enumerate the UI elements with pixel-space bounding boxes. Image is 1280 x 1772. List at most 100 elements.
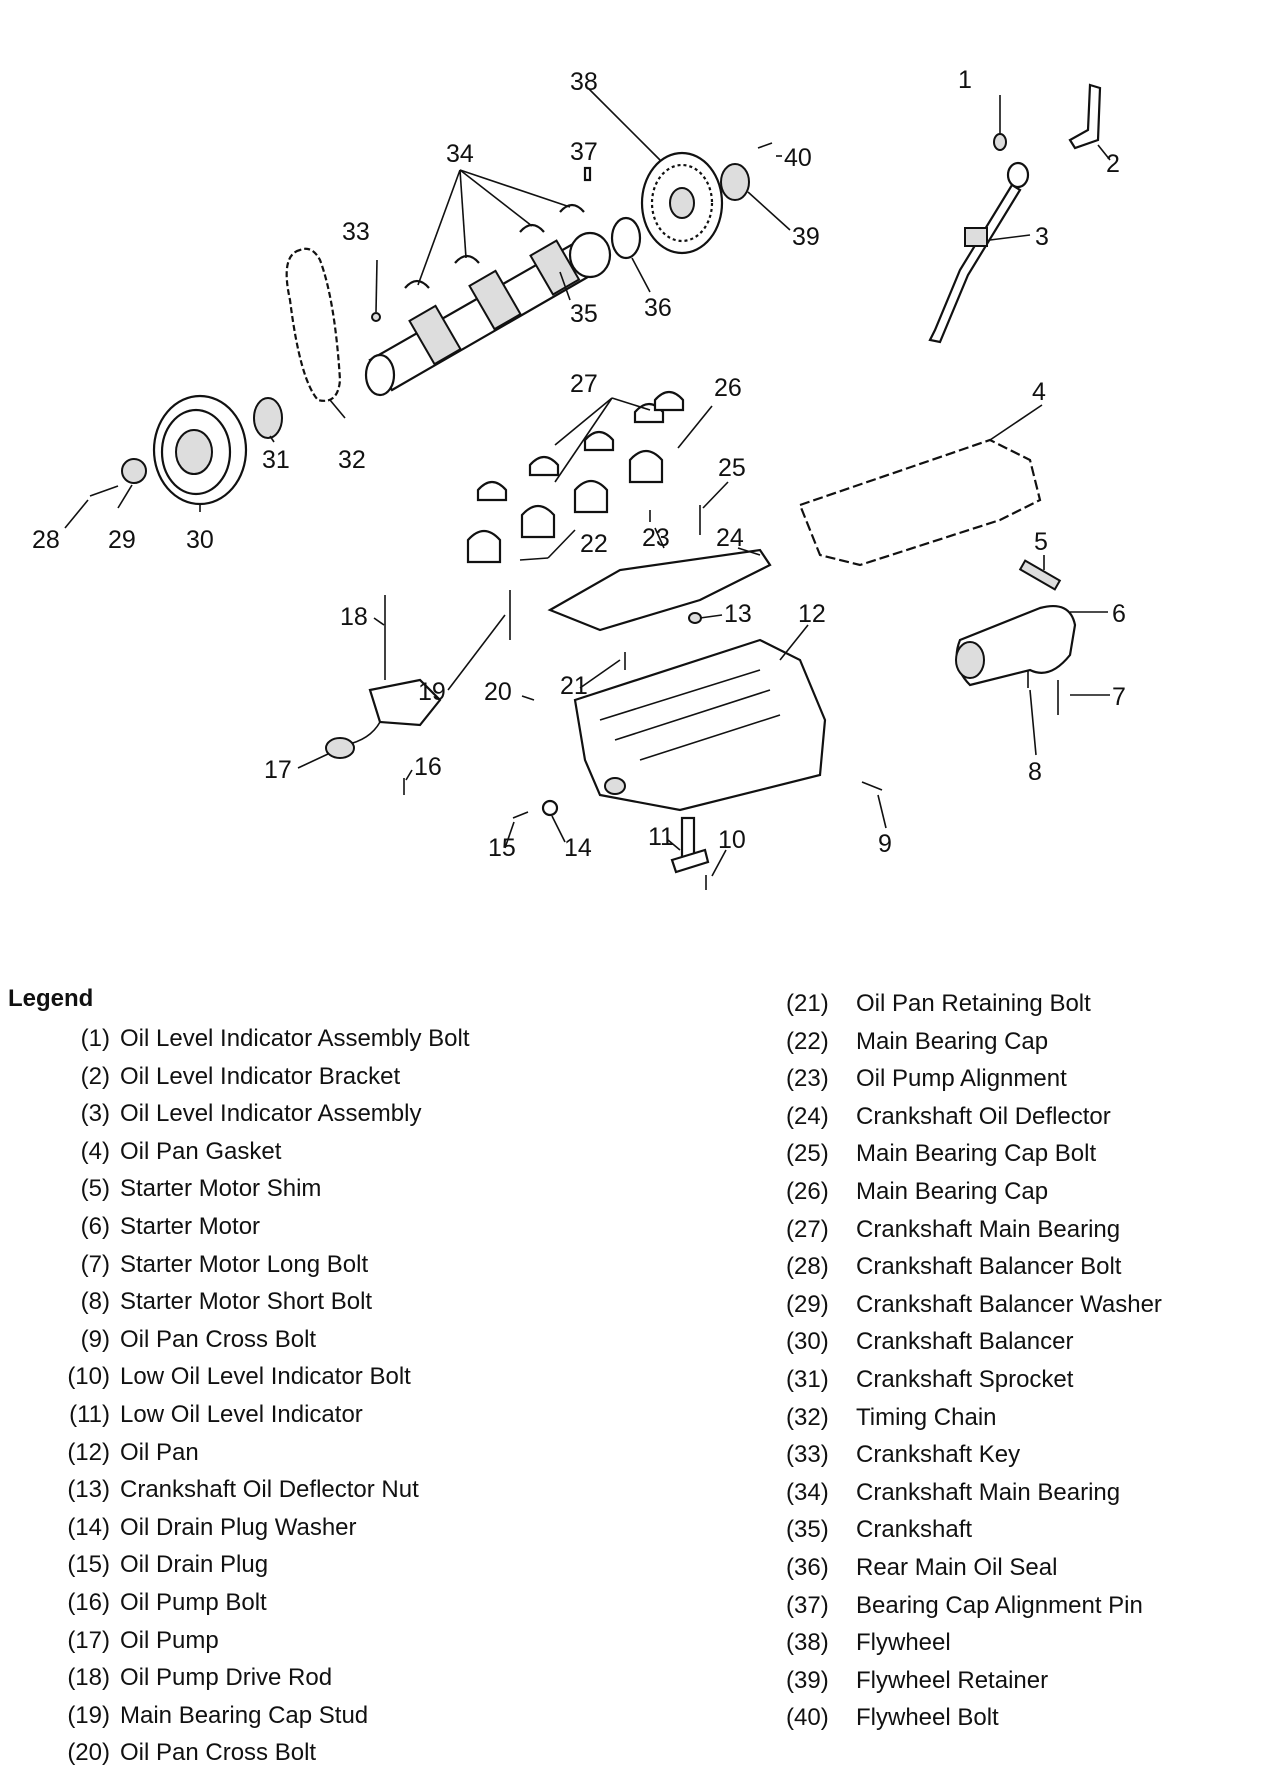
- callout-17: 17: [264, 756, 292, 784]
- legend-label: Timing Chain: [856, 1403, 997, 1431]
- legend-item: (17)Oil Pump: [48, 1622, 470, 1660]
- crankshaft-shape: [364, 231, 612, 397]
- legend-label: Oil Pan Cross Bolt: [120, 1739, 317, 1767]
- callout-6: 6: [1112, 600, 1126, 628]
- legend-item: (6)Starter Motor: [48, 1208, 470, 1246]
- callout-31: 31: [262, 446, 290, 474]
- legend-item: (24)Crankshaft Oil Deflector: [786, 1098, 1162, 1136]
- legend-right-column: (21)Oil Pan Retaining Bolt (22)Main Bear…: [786, 985, 1162, 1737]
- flywheel-shape: [640, 151, 724, 255]
- legend-item: (37)Bearing Cap Alignment Pin: [786, 1587, 1162, 1625]
- legend-number: (17): [67, 1626, 110, 1654]
- legend-number: (38): [786, 1629, 829, 1657]
- oil-level-indicator-bolt-shape: [993, 133, 1007, 151]
- legend-label: Oil Level Indicator Assembly: [120, 1100, 422, 1128]
- legend-label: Main Bearing Cap Stud: [120, 1701, 369, 1729]
- crankshaft-balancer-shape: [152, 394, 248, 506]
- callout-24: 24: [716, 524, 744, 552]
- crankshaft-sprocket-shape: [253, 397, 283, 439]
- legend-item: (2) Oil Level Indicator Bracket: [48, 1058, 470, 1096]
- legend-item: (10) Low Oil Level Indicator Bolt: [48, 1358, 470, 1396]
- legend-item: (31)Crankshaft Sprocket: [786, 1361, 1162, 1399]
- legend-label: Oil Pump Bolt: [120, 1588, 267, 1616]
- legend-number: (7): [80, 1250, 110, 1278]
- legend-label: Crankshaft Main Bearing: [856, 1478, 1121, 1506]
- callout-28: 28: [32, 526, 60, 554]
- callout-10: 10: [718, 826, 746, 854]
- callout-5: 5: [1034, 528, 1048, 556]
- main-bearing-caps-shapes: [466, 390, 685, 564]
- legend-label: Crankshaft Main Bearing: [856, 1215, 1121, 1243]
- legend-item: (3)Oil Level Indicator Assembly: [48, 1095, 470, 1133]
- legend-item: (26)Main Bearing Cap: [786, 1173, 1162, 1211]
- rear-main-oil-seal-shape: [610, 216, 642, 260]
- callout-15: 15: [488, 834, 516, 862]
- legend-number: (18): [67, 1664, 110, 1692]
- legend-label: Crankshaft: [856, 1516, 973, 1544]
- legend-label: Crankshaft Oil Deflector Nut: [120, 1476, 419, 1504]
- legend-item: (5) Starter Motor Shim: [48, 1170, 470, 1208]
- callout-38: 38: [570, 68, 598, 96]
- legend-item: (9)Oil Pan Cross Bolt: [48, 1321, 470, 1359]
- callout-37: 37: [570, 138, 598, 166]
- legend-label: Oil Drain Plug Washer: [120, 1513, 357, 1541]
- legend-number: (21): [786, 990, 829, 1017]
- legend-item: (33)Crankshaft Key: [786, 1436, 1162, 1474]
- low-oil-level-indicator-shape: [670, 816, 710, 874]
- legend-number: (10): [67, 1363, 110, 1391]
- callout-11: 11: [648, 823, 674, 851]
- legend-item: (16) Oil Pump Bolt: [48, 1584, 470, 1622]
- legend-number: (40): [786, 1704, 829, 1732]
- legend-label: Crankshaft Balancer Bolt: [856, 1253, 1122, 1281]
- legend-item: (14)Oil Drain Plug Washer: [48, 1509, 470, 1547]
- legend-number: (6): [80, 1212, 110, 1240]
- legend-number: (39): [786, 1666, 829, 1694]
- callout-27: 27: [570, 370, 598, 398]
- legend-number: (28): [786, 1253, 829, 1281]
- oil-pan-cross-bolt-right-shape: [861, 781, 883, 791]
- legend-item: (34) Crankshaft Main Bearing: [786, 1474, 1162, 1512]
- legend-number: (9): [80, 1325, 110, 1353]
- starter-motor-shape: [955, 604, 1077, 687]
- timing-chain-shape: [285, 247, 342, 402]
- legend-item: (40) Flywheel Bolt: [786, 1699, 1162, 1737]
- legend-label: Oil Level Indicator Bracket: [120, 1062, 401, 1090]
- legend-number: (34): [786, 1478, 829, 1506]
- balancer-bolt-shape: [89, 485, 119, 497]
- callout-20: 20: [484, 678, 512, 706]
- callout-40: 40: [784, 144, 812, 172]
- legend-number: (12): [67, 1438, 110, 1466]
- legend-label: Rear Main Oil Seal: [856, 1553, 1058, 1581]
- legend-item: (38)Flywheel: [786, 1624, 1162, 1662]
- oil-pan-shape: [573, 638, 827, 812]
- legend-number: (1): [80, 1025, 110, 1052]
- legend-item: (13) Crankshaft Oil Deflector Nut: [48, 1471, 470, 1509]
- legend-item: (15)Oil Drain Plug: [48, 1546, 470, 1584]
- legend-label: Low Oil Level Indicator Bolt: [120, 1363, 411, 1391]
- callout-7: 7: [1112, 683, 1126, 711]
- legend-number: (32): [786, 1403, 829, 1431]
- legend-number: (13): [67, 1476, 110, 1504]
- legend-number: (5): [80, 1175, 110, 1203]
- legend-label: Flywheel Retainer: [856, 1666, 1049, 1694]
- callout-14: 14: [564, 834, 592, 862]
- legend-number: (27): [786, 1215, 829, 1243]
- legend-label: Bearing Cap Alignment Pin: [856, 1591, 1143, 1619]
- legend-label: Flywheel Bolt: [856, 1704, 999, 1732]
- legend-item: (1)Oil Level Indicator Assembly Bolt: [48, 1020, 470, 1058]
- callout-3: 3: [1035, 223, 1049, 251]
- callout-1: 1: [958, 66, 972, 94]
- callout-12: 12: [798, 600, 826, 628]
- legend-number: (16): [67, 1588, 110, 1616]
- legend-label: Starter Motor Shim: [120, 1175, 322, 1203]
- callout-numbers: 1 2 3 4 5 6 7 8 9 10 11 12 13 14 15 16 1…: [32, 66, 1126, 862]
- legend-item: (22)Main Bearing Cap: [786, 1023, 1162, 1061]
- legend-item: (7)Starter Motor Long Bolt: [48, 1246, 470, 1284]
- legend-number: (23): [786, 1065, 829, 1093]
- legend-label: Oil Pump Drive Rod: [120, 1664, 333, 1692]
- legend-number: (36): [786, 1553, 829, 1581]
- legend-number: (2): [80, 1062, 110, 1090]
- crankshaft-oil-deflector-shape: [547, 548, 772, 632]
- callout-18: 18: [340, 603, 368, 631]
- callout-21: 21: [560, 672, 588, 700]
